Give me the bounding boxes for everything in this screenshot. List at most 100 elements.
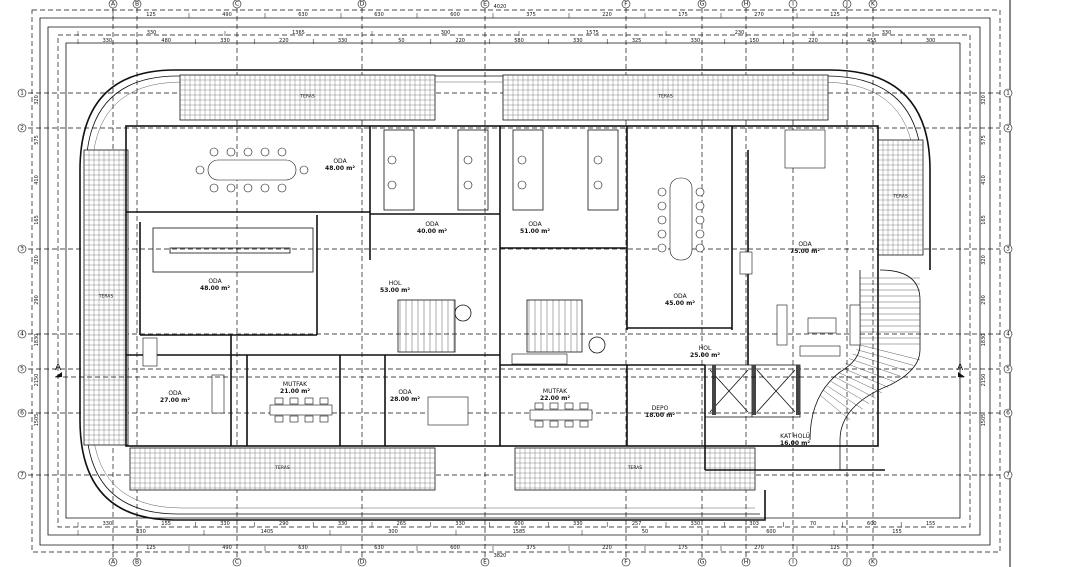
dimension-label: 220	[602, 545, 612, 551]
dimension-label: 330	[220, 521, 230, 527]
dimension-label: 330	[338, 521, 348, 527]
stairs	[397, 269, 921, 470]
row-axis-label: 7	[20, 472, 24, 479]
dimension-label: 303	[749, 521, 759, 527]
dimension-label: 1505	[34, 414, 40, 427]
room-name: MUTFAK	[543, 388, 568, 395]
dimension-label: 600	[766, 529, 776, 535]
room-name: ODA	[673, 293, 687, 300]
dimension-label: 325	[632, 38, 642, 44]
column-axis-label: E	[483, 1, 487, 8]
dimension-label: 155	[926, 521, 936, 527]
room-area: 22.00 m²	[540, 395, 570, 402]
row-axis-label: 6	[1006, 410, 1010, 417]
column-axis-label: I	[792, 559, 794, 566]
row-axis-label: 3	[1006, 246, 1010, 253]
dimension-label: 330	[136, 529, 146, 535]
dimension-label: 125	[146, 12, 156, 18]
dimension-label: 600	[867, 521, 877, 527]
dimension-label: 320	[981, 255, 987, 265]
dimension-label: 50	[642, 529, 648, 535]
dimension-label: 1585	[513, 529, 526, 535]
dimension-label: 300	[441, 30, 451, 36]
dimension-label: 330	[691, 521, 701, 527]
terrace-label: TERAS	[274, 465, 290, 471]
dimension-label: 330	[220, 38, 230, 44]
dimension-label: 320	[34, 95, 40, 105]
row-axis-label: 2	[1006, 125, 1010, 132]
column-axis-label: B	[135, 1, 139, 8]
terrace: TERAS	[502, 74, 829, 121]
dimension-label: 575	[981, 135, 987, 145]
room-name: MUTFAK	[283, 381, 308, 388]
dimension-label: 220	[808, 38, 818, 44]
room-area: 75.00 m²	[790, 248, 820, 255]
room-area: 18.00 m²	[645, 412, 675, 419]
dimension-label: 220	[279, 38, 289, 44]
dimension-label: 330	[103, 38, 113, 44]
column-axis-label: D	[360, 559, 365, 566]
column-axis-label: G	[700, 559, 705, 566]
row-axis-label: 4	[20, 331, 24, 338]
room-name: ODA	[208, 278, 222, 285]
terrace: TERAS	[129, 447, 436, 491]
dimension-label: 630	[374, 545, 384, 551]
column-axis-label: F	[624, 559, 628, 566]
section-markers: A A	[55, 363, 965, 378]
dimension-label: 150	[749, 38, 759, 44]
terrace-label: TERAS	[299, 94, 315, 100]
dimension-label: 600	[450, 12, 460, 18]
dimension-label: 320	[981, 95, 987, 105]
dimension-label: 490	[222, 545, 232, 551]
row-axis-label: 5	[20, 366, 24, 373]
room-area: 51.00 m²	[520, 228, 550, 235]
dimension-label: 300	[926, 38, 936, 44]
dimension-label: 1575	[586, 30, 599, 36]
terrace-label: TERAS	[657, 94, 673, 100]
total-dimension-top: 4020	[494, 4, 507, 10]
column-axis-label: I	[792, 1, 794, 8]
room-name: ODA	[425, 221, 439, 228]
dimension-label: 230	[735, 30, 745, 36]
walls	[125, 125, 885, 471]
column-axis-label: A	[111, 559, 116, 566]
room-name: KAT HOLÜ	[780, 433, 810, 440]
column-axis-label: C	[235, 559, 239, 566]
column-axis-label: D	[360, 1, 365, 8]
dimension-label: 330	[573, 521, 583, 527]
terrace: TERAS	[877, 139, 924, 256]
dimension-label: 1405	[261, 529, 274, 535]
dimension-label: 630	[298, 12, 308, 18]
column-axis-label: A	[111, 1, 116, 8]
dimension-label: 320	[34, 255, 40, 265]
row-axis-label: 1	[1006, 90, 1010, 97]
column-axis-label: K	[871, 559, 876, 566]
column-axis-label: H	[744, 1, 749, 8]
dimension-label: 330	[455, 521, 465, 527]
row-axis-label: 7	[1006, 472, 1010, 479]
dimension-label: 330	[338, 38, 348, 44]
dimension-label: 480	[161, 38, 171, 44]
row-axis-label: 4	[1006, 331, 1010, 338]
terrace-label: TERAS	[892, 194, 908, 200]
section-marker-right: A	[957, 363, 964, 373]
room-area: 48.00 m²	[325, 165, 355, 172]
dimension-label: 490	[222, 12, 232, 18]
dimension-label: 2150	[34, 374, 40, 387]
total-dimension-bottom: 3820	[494, 553, 507, 559]
dimension-label: 220	[602, 12, 612, 18]
dimension-label: 290	[34, 295, 40, 305]
dimension-label: 375	[526, 545, 536, 551]
dimension-label: 220	[455, 38, 465, 44]
dimension-label: 1830	[34, 334, 40, 347]
dimension-label: 600	[450, 545, 460, 551]
dimension-label: 270	[754, 545, 764, 551]
room-name: HOL	[389, 280, 402, 287]
dimension-label: 165	[981, 215, 987, 225]
room-area: 16.00 m²	[780, 440, 810, 447]
